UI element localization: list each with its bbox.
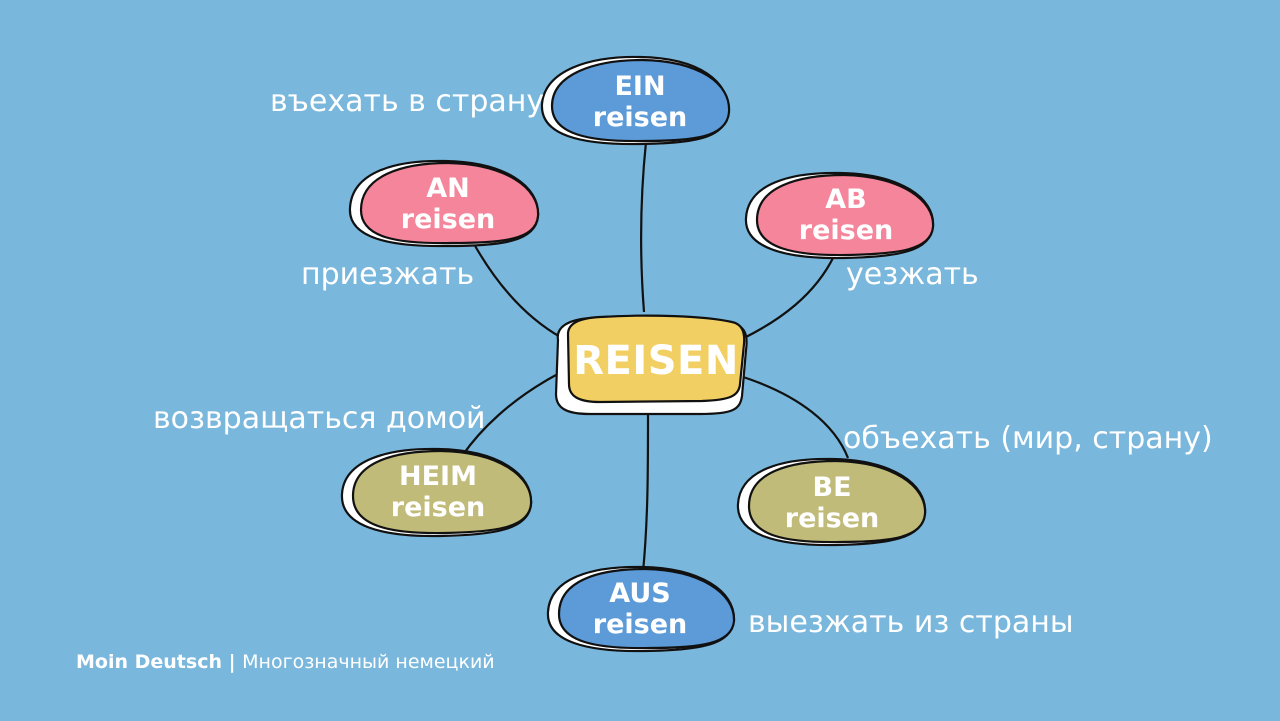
footer-brand: Moin Deutsch <box>76 651 222 673</box>
node-ab-verb: reisen <box>799 215 894 246</box>
gloss-aus: выезжать из страны <box>748 605 1074 640</box>
node-heim-verb: reisen <box>391 492 486 523</box>
node-an: AN reisen <box>348 159 540 248</box>
node-an-prefix: AN <box>426 173 470 204</box>
gloss-an: приезжать <box>301 257 475 292</box>
node-center-box <box>566 314 746 404</box>
connector-ab <box>743 255 835 339</box>
node-an-blob <box>359 161 540 245</box>
node-ab: AB reisen <box>744 171 935 260</box>
node-ab-blob <box>755 173 935 257</box>
node-aus-verb: reisen <box>593 609 688 640</box>
node-be-verb: reisen <box>785 503 880 534</box>
node-ein-blob <box>550 58 731 143</box>
node-ein-verb: reisen <box>593 102 688 133</box>
node-ein-prefix: EIN <box>614 71 665 102</box>
footer-subtitle: Многозначный немецкий <box>242 651 495 673</box>
node-center-label: REISEN <box>573 338 739 384</box>
node-heim: HEIM reisen <box>340 447 533 538</box>
node-ein: EIN reisen <box>540 55 731 146</box>
node-aus: AUS reisen <box>546 565 736 653</box>
gloss-heim: возвращаться домой <box>153 401 486 436</box>
footer-separator: | <box>221 651 243 673</box>
node-an-verb: reisen <box>401 204 496 235</box>
node-be: BE reisen <box>736 457 927 547</box>
node-heim-blob <box>351 449 533 535</box>
connector-heim <box>461 374 557 457</box>
connector-aus <box>641 413 650 573</box>
connector-an <box>473 243 563 339</box>
gloss-ab: уезжать <box>846 257 979 292</box>
connector-be <box>739 374 850 459</box>
gloss-be: объехать (мир, страну) <box>843 421 1213 456</box>
node-be-blob <box>747 459 927 544</box>
node-aus-prefix: AUS <box>609 578 670 609</box>
node-center: REISEN <box>554 314 748 416</box>
node-heim-prefix: HEIM <box>399 461 477 492</box>
node-aus-blob <box>557 567 736 650</box>
node-ab-prefix: AB <box>825 184 866 215</box>
connector-ein <box>640 141 648 313</box>
node-be-prefix: BE <box>812 472 851 503</box>
gloss-ein: въехать в страну <box>270 84 545 119</box>
footer: Moin Deutsch | Многозначный немецкий <box>76 651 495 673</box>
connectors <box>461 141 850 573</box>
